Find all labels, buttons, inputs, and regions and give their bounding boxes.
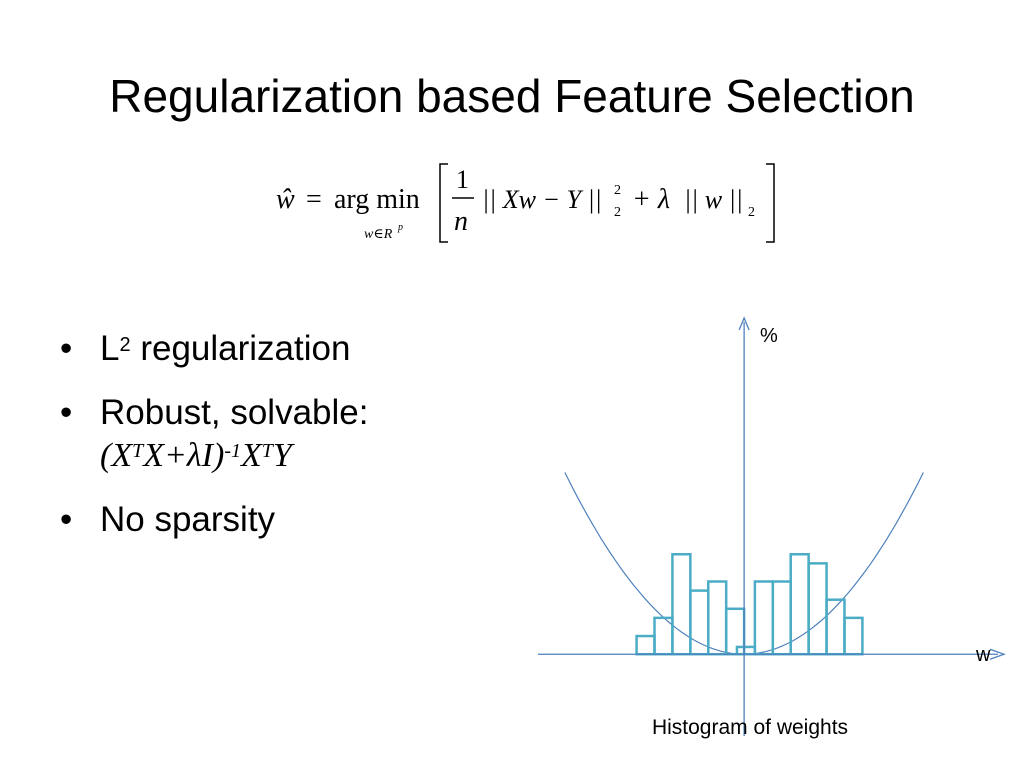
norm-weights-sub: 2 <box>748 205 755 220</box>
plus-lambda: + λ <box>632 184 670 215</box>
penalty-curve <box>564 472 924 655</box>
norm-residual-sup: 2 <box>614 183 621 198</box>
histogram-bar <box>735 645 757 656</box>
histogram-bar <box>825 598 846 656</box>
formula-argmin: arg min <box>334 184 420 215</box>
norm-residual: || Xw − Y || <box>482 185 602 214</box>
histogram-bar <box>671 553 692 656</box>
left-bracket <box>439 163 448 243</box>
bullet-item: Robust, solvable: (XTX+λI)-1XTY <box>60 392 480 477</box>
histogram-bar <box>653 616 674 656</box>
bullet-item: No sparsity <box>60 499 480 541</box>
solution-part: (X <box>100 437 133 474</box>
fraction-numerator: 1 <box>456 165 469 194</box>
bullet-l2-prefix: L <box>100 329 120 368</box>
histogram-bar <box>789 553 810 656</box>
solution-sup: T <box>261 440 273 462</box>
bullet-item: L2 regularization <box>60 328 480 370</box>
solution-part: X+λI) <box>143 437 225 474</box>
formula-subscript-power: p <box>397 222 403 233</box>
solution-part: X <box>240 437 262 474</box>
solution-part: Y <box>272 437 292 474</box>
fraction-denominator: n <box>454 206 468 237</box>
formula-eq: = <box>306 184 322 215</box>
histogram-bar <box>707 580 728 656</box>
objective-formula: ŵ = arg min w∈R p 1 n || Xw − Y || 2 2 +… <box>270 158 790 248</box>
x-axis-label: w <box>976 644 991 666</box>
bullet-l2-suffix: regularization <box>130 329 351 368</box>
bullet-list: L2 regularization Robust, solvable: (XTX… <box>60 328 480 563</box>
bullet-robust: Robust, solvable: <box>100 393 369 432</box>
y-axis-label: % <box>760 325 778 347</box>
bullet-l2-sup: 2 <box>119 334 131 356</box>
histogram-bar <box>807 562 828 656</box>
histogram-bar <box>771 580 792 656</box>
x-axis-arrow <box>989 648 1006 660</box>
bullet-no-sparsity: No sparsity <box>100 500 276 539</box>
y-axis-arrow <box>738 316 750 331</box>
chart-caption: Histogram of weights <box>651 716 849 739</box>
formula-subscript: w∈R <box>364 227 393 242</box>
solution-sup: T <box>132 440 144 462</box>
norm-residual-sub: 2 <box>614 205 621 220</box>
right-bracket <box>766 163 775 243</box>
closed-form-solution: (XTX+λI)-1XTY <box>100 437 292 474</box>
histogram-bar <box>753 580 775 656</box>
slide-title: Regularization based Feature Selection <box>109 70 915 122</box>
histogram-bar <box>843 616 864 656</box>
formula-lhs: ŵ <box>276 184 295 215</box>
histogram-bar <box>635 634 656 656</box>
norm-weights: || w || <box>684 185 743 214</box>
histogram-bar <box>724 607 746 656</box>
histogram-bar <box>689 589 710 656</box>
solution-sup: -1 <box>224 440 241 462</box>
